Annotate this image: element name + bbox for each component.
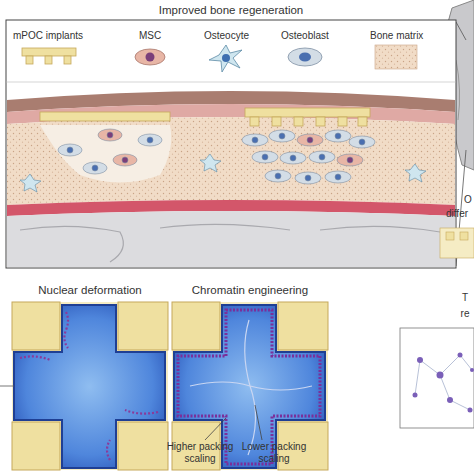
legend-text: Bone matrix (370, 30, 423, 42)
annotation-label: Lower packing scaling (236, 441, 312, 465)
annotation-label: O (462, 194, 474, 206)
panel-heading: Nuclear deformation (10, 283, 170, 297)
legend-text: mPOC implants (13, 30, 83, 42)
nucleus-panel: Nuclear deformation (10, 283, 170, 471)
legend-text: Osteocyte (204, 30, 249, 42)
panel-heading: Chromatin engineering (170, 283, 330, 297)
pillar-panel-1 (12, 302, 168, 470)
panel-heading: Improved bone regeneration (6, 3, 456, 17)
annotation-label: differ (440, 208, 474, 220)
legend-text: MSC (139, 30, 161, 42)
annotation-label: T (458, 292, 472, 304)
bone-matrix-icon (375, 45, 417, 69)
msc-icon (135, 49, 165, 65)
cross-section (7, 91, 455, 267)
inset-panel: Improved bone regeneration (6, 3, 456, 268)
legend-text: Osteoblast (281, 30, 329, 42)
osteocyte-icon (209, 45, 242, 72)
annotation-label: re (456, 308, 474, 320)
partial-right (400, 228, 474, 428)
annotation-label: Higher packing scaling (158, 441, 242, 465)
mpoc-icon (22, 48, 76, 64)
osteoblast-icon (288, 48, 322, 66)
